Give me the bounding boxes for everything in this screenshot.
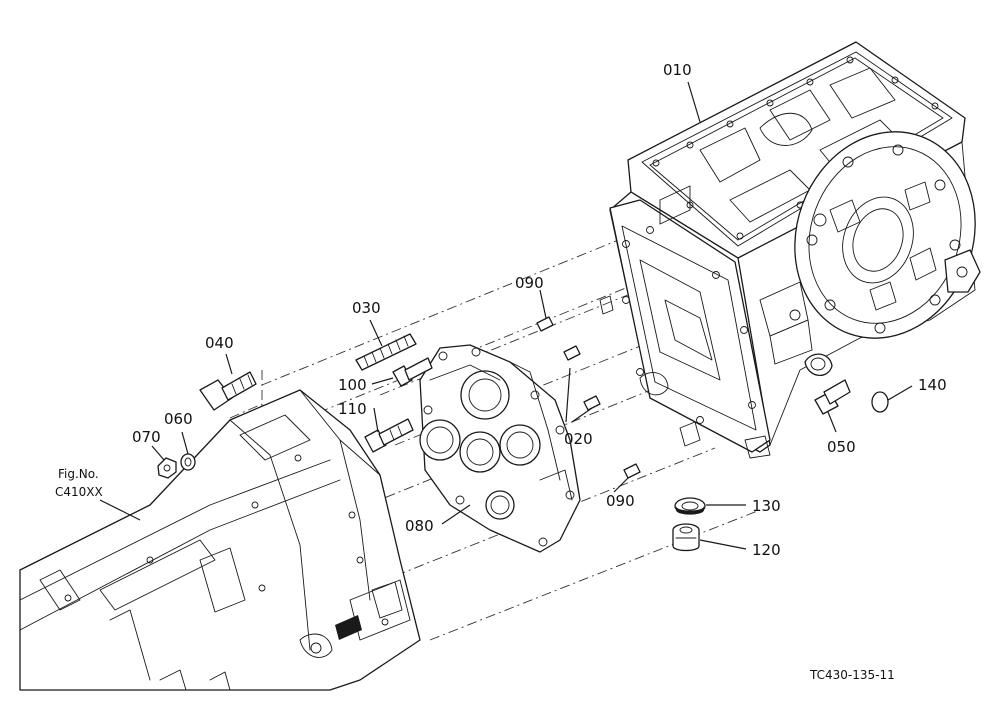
fig-reference-label: Fig.No. <box>58 467 99 481</box>
gear-case-plate-080 <box>419 344 581 553</box>
callout-140: 140 <box>918 376 947 394</box>
callout-120: 120 <box>752 541 781 559</box>
callout-090-lower: 090 <box>606 492 635 510</box>
leader-lines <box>99 81 913 550</box>
bolt-110 <box>364 418 414 453</box>
fig-reference-number: C410XX <box>55 485 103 499</box>
stud-030 <box>355 333 417 371</box>
front-case <box>19 389 421 691</box>
callout-040: 040 <box>205 334 234 352</box>
bolt-040 <box>199 371 257 411</box>
callout-130: 130 <box>752 497 781 515</box>
washer-060 <box>180 453 196 471</box>
callout-070: 070 <box>132 428 161 446</box>
callout-050: 050 <box>827 438 856 456</box>
drawing-code: TC430-135-11 <box>809 668 895 682</box>
callout-110: 110 <box>338 400 367 418</box>
callout-030: 030 <box>352 299 381 317</box>
transmission-case <box>599 41 981 459</box>
plug-140 <box>871 391 889 413</box>
callout-080: 080 <box>405 517 434 535</box>
callout-010: 010 <box>663 61 692 79</box>
bolt-100 <box>392 357 433 387</box>
oil-seal-130 <box>674 497 706 515</box>
callout-020: 020 <box>564 430 593 448</box>
callout-090-upper: 090 <box>515 274 544 292</box>
callout-100: 100 <box>338 376 367 394</box>
callout-060: 060 <box>164 410 193 428</box>
plug-120 <box>672 523 700 552</box>
bolt-050 <box>814 379 851 415</box>
dowel-pins <box>536 316 641 479</box>
nut-070 <box>157 457 177 479</box>
callout-labels: 010 020 030 040 050 060 070 080 090 090 … <box>55 61 947 682</box>
